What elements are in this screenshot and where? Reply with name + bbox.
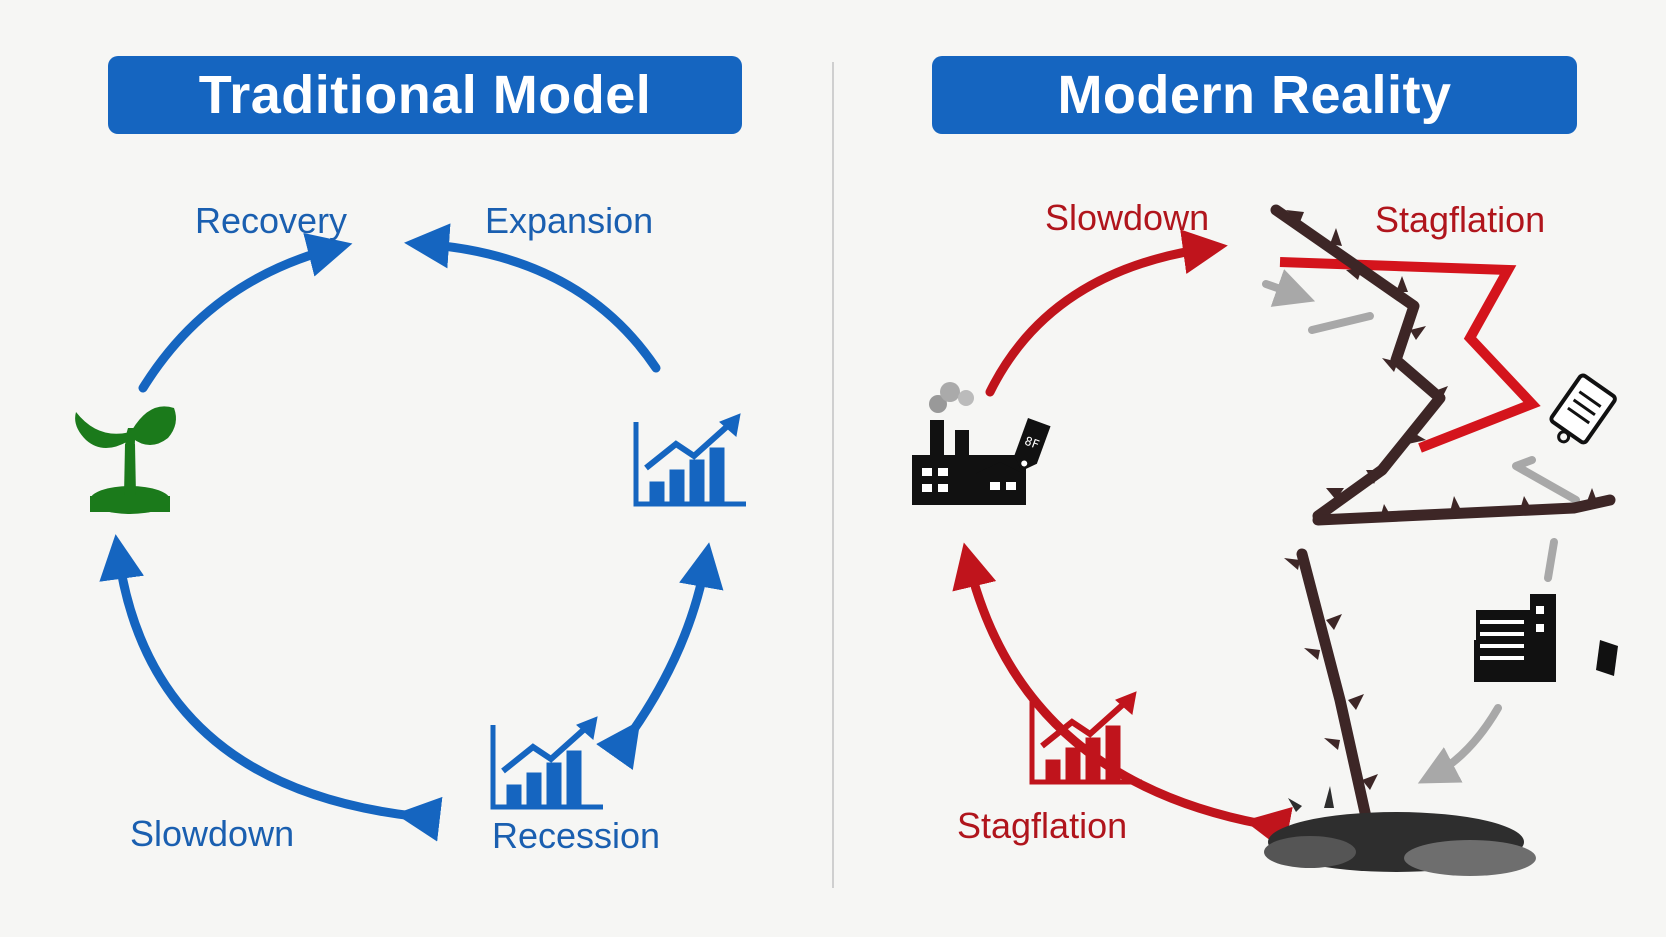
price-tag-icon xyxy=(1549,373,1617,445)
arrow-slowdown-recovery xyxy=(99,534,443,842)
arrow-to-recovery xyxy=(138,232,353,393)
arrow-stagflation-loop xyxy=(952,542,1293,852)
red-zigzag-line xyxy=(1279,257,1541,453)
growth-chart-icon xyxy=(636,414,746,504)
label-slowdown-modern: Slowdown xyxy=(1045,197,1210,238)
label-expansion: Expansion xyxy=(485,200,654,241)
city-buildings-icon xyxy=(1474,594,1618,682)
growth-chart-icon xyxy=(1032,692,1142,782)
label-stagflation-top: Stagflation xyxy=(1375,199,1546,240)
arrow-to-slowdown xyxy=(985,229,1228,397)
arrow-to-expansion xyxy=(404,223,661,373)
modern-reality-header: Modern Reality xyxy=(932,56,1577,134)
label-recession: Recession xyxy=(492,815,661,856)
label-stagflation-bottom: Stagflation xyxy=(957,805,1128,846)
growth-chart-icon xyxy=(493,717,603,807)
factory-icon xyxy=(912,382,1026,505)
puddle-icon xyxy=(1264,786,1536,876)
price-tag-icon: 8F xyxy=(1014,418,1051,471)
panel-divider xyxy=(832,62,834,888)
label-slowdown: Slowdown xyxy=(130,813,295,854)
svg-text:8F: 8F xyxy=(1023,434,1041,452)
sprout-icon xyxy=(75,406,176,514)
thorns xyxy=(1284,210,1598,790)
traditional-model-header: Traditional Model xyxy=(108,56,742,134)
label-recovery: Recovery xyxy=(195,200,348,241)
arrow-recession-expansion xyxy=(596,542,724,771)
thorny-vine-icon xyxy=(1270,204,1616,832)
